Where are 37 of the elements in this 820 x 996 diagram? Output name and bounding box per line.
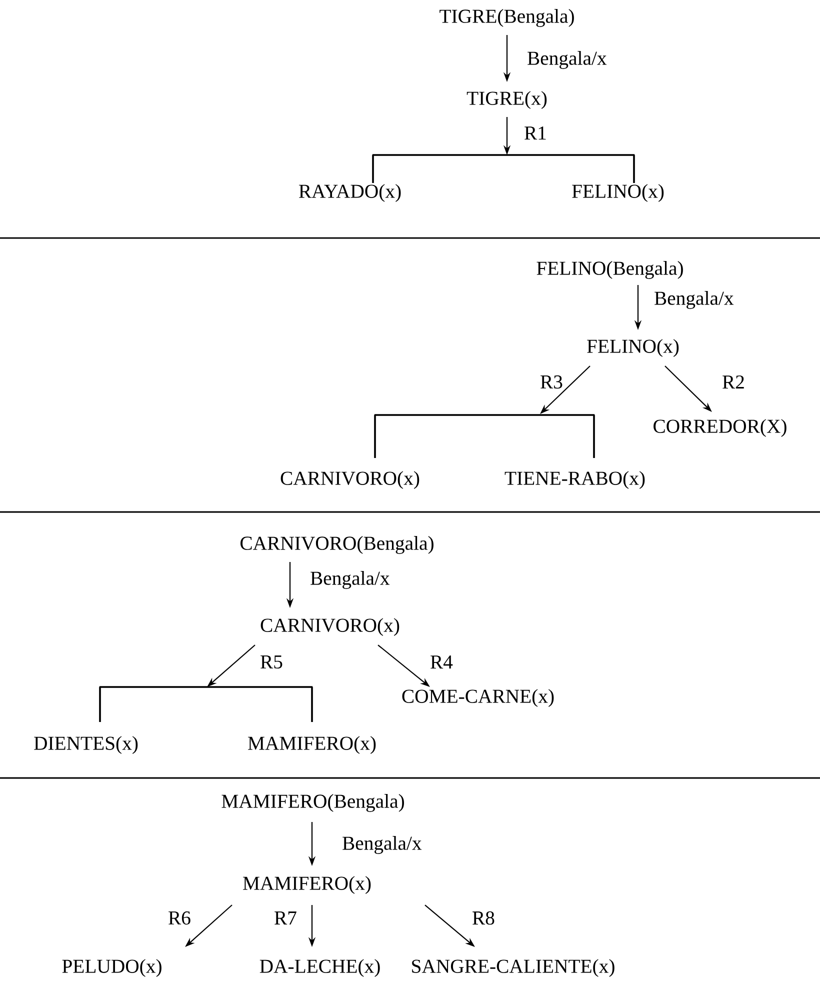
node-label: MAMIFERO(Bengala) xyxy=(222,794,404,812)
edge-label: Bengala/x xyxy=(308,570,392,590)
edge-label: R6 xyxy=(166,910,192,926)
edge-label: R7 xyxy=(272,910,298,926)
node-label: MAMIFERO(x) xyxy=(248,736,376,754)
connector-line xyxy=(372,155,374,184)
edge-label: R1 xyxy=(522,125,548,141)
connector-line xyxy=(593,415,595,458)
node-label: TIGRE(Bengala) xyxy=(440,9,574,27)
node-label: TIENE-RABO(x) xyxy=(504,471,645,489)
node-label: RAYADO(x) xyxy=(298,184,401,202)
node-label: CARNIVORO(x) xyxy=(280,471,420,489)
node-label: FELINO(Bengala) xyxy=(536,261,683,279)
node-label: COME-CARNE(x) xyxy=(402,689,554,707)
node-label: FELINO(x) xyxy=(572,184,664,202)
edge-label: Bengala/x xyxy=(526,50,608,70)
node-label: CARNIVORO(Bengala) xyxy=(240,536,434,554)
connector-line xyxy=(311,687,313,722)
node-label: FELINO(x) xyxy=(587,339,679,357)
node-label: DA-LECHE(x) xyxy=(260,959,380,977)
connector-line xyxy=(374,415,376,458)
connector-line xyxy=(99,687,101,722)
node-label: SANGRE-CALIENTE(x) xyxy=(412,959,614,977)
node-label: TIGRE(x) xyxy=(466,91,547,109)
edge-label: Bengala/x xyxy=(652,290,736,310)
node-label: CORREDOR(X) xyxy=(654,419,786,437)
node-label: CARNIVORO(x) xyxy=(260,618,400,636)
node-label: MAMIFERO(x) xyxy=(243,876,371,894)
edge-label: R8 xyxy=(470,910,496,926)
node-label: DIENTES(x) xyxy=(34,736,138,754)
edge-label: R4 xyxy=(428,654,454,670)
edge-label: R3 xyxy=(538,374,564,390)
edge-label: R5 xyxy=(258,654,284,670)
edge-label: Bengala/x xyxy=(340,834,424,856)
connector-line xyxy=(633,155,635,184)
node-label: PELUDO(x) xyxy=(62,959,162,977)
edge-label: R2 xyxy=(720,374,746,390)
